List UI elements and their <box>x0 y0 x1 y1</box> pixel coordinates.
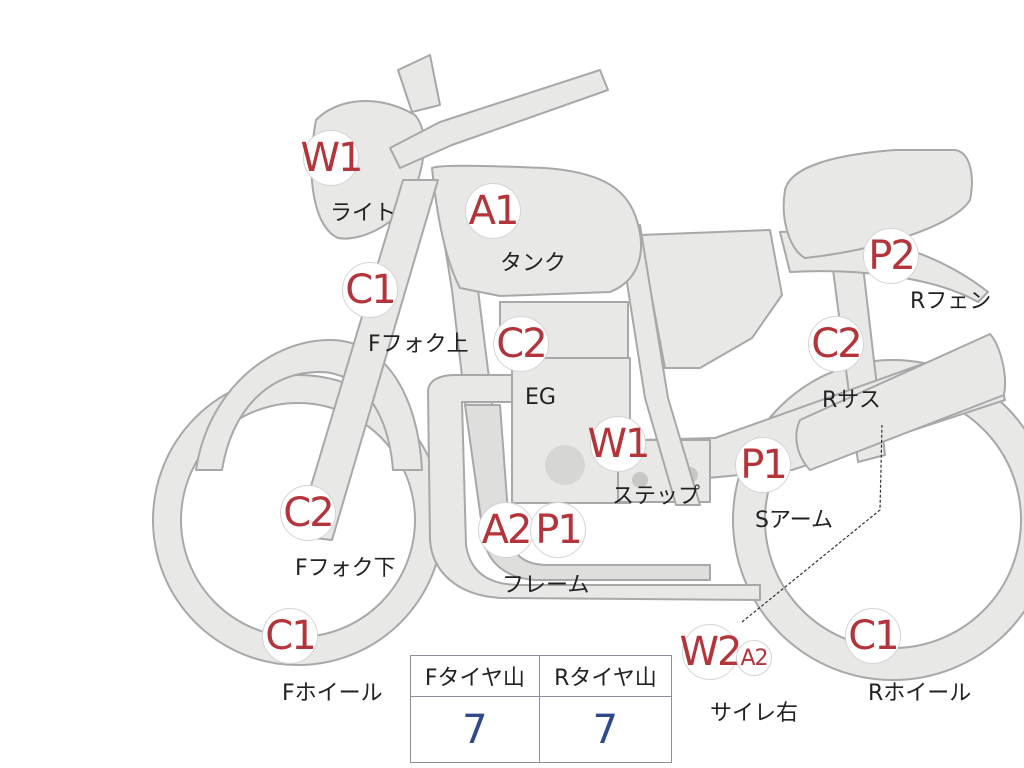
rear-sus-code-badge[interactable]: C2 <box>808 316 864 372</box>
handlebar-shape <box>389 69 609 169</box>
engine-label: EG <box>525 385 556 410</box>
front-wheel-code-badge[interactable]: C1 <box>262 608 318 664</box>
silencer-label: サイレ右 <box>710 701 799 726</box>
side-cover-shape <box>639 229 783 369</box>
rear-fender-label: Rフェン <box>910 289 992 314</box>
light-label: ライト <box>330 201 397 226</box>
front-fork-shape <box>295 179 439 541</box>
rear-tire-value[interactable]: 7 <box>538 696 673 763</box>
tire-table-header-row: Fタイヤ山 Rタイヤ山 <box>410 654 673 698</box>
tire-tread-table: Fタイヤ山 Rタイヤ山 7 7 <box>410 654 673 763</box>
mirror-shape <box>397 54 441 113</box>
frame-code-badge-a2[interactable]: A2 <box>478 502 534 558</box>
light-code-badge[interactable]: W1 <box>301 130 364 186</box>
swing-arm-code-badge[interactable]: P1 <box>735 437 791 493</box>
rear-wheel-label: Rホイール <box>868 681 972 706</box>
exhaust-shape <box>427 374 761 601</box>
tire-table-value-row: 7 7 <box>410 696 673 763</box>
leader-line <box>741 424 883 623</box>
tank-label: タンク <box>500 251 567 276</box>
frame-code-badge-p1[interactable]: P1 <box>530 502 586 558</box>
front-wheel-label: Fホイール <box>282 681 383 706</box>
fork-lower-label: Fフォク下 <box>295 556 396 581</box>
front-tire-value[interactable]: 7 <box>410 696 540 763</box>
engine-code-badge[interactable]: C2 <box>493 316 549 372</box>
swing-arm-label: Sアーム <box>755 508 833 533</box>
silencer-code-badge-a2[interactable]: A2 <box>736 640 772 676</box>
rear-fender-code-badge[interactable]: P2 <box>863 228 919 284</box>
rear-tire-header: Rタイヤ山 <box>538 654 673 698</box>
rear-wheel-code-badge[interactable]: C1 <box>845 608 901 664</box>
frame-label: フレーム <box>502 573 590 598</box>
fork-upper-code-badge[interactable]: C1 <box>342 262 398 318</box>
muffler-shape <box>795 333 1006 471</box>
fork-lower-code-badge[interactable]: C2 <box>280 485 336 541</box>
step-label: ステップ <box>612 484 701 509</box>
rear-sus-label: Rサス <box>822 388 881 413</box>
silencer-code-badge-w2[interactable]: W2 <box>680 624 743 680</box>
fork-upper-label: Fフォク上 <box>368 332 469 357</box>
front-tire-header: Fタイヤ山 <box>410 654 540 698</box>
tank-code-badge[interactable]: A1 <box>465 183 521 239</box>
seat-shape <box>782 149 973 259</box>
step-code-badge[interactable]: W1 <box>588 416 651 472</box>
